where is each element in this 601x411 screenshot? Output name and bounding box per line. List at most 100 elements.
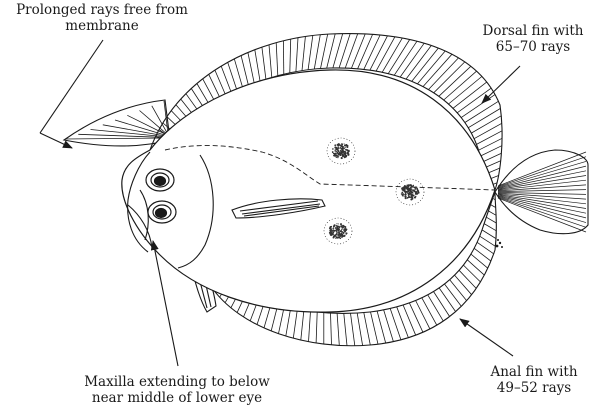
spot-dot xyxy=(339,227,340,228)
spot-dot xyxy=(330,234,332,236)
spot-dot xyxy=(346,149,348,151)
anal-fin-ray xyxy=(293,309,297,338)
arrow-anal-fin xyxy=(460,319,513,356)
spot-dot xyxy=(341,143,342,144)
spot-dot xyxy=(340,153,342,155)
spot-dot xyxy=(337,157,338,158)
spot-dot xyxy=(342,146,344,148)
label-maxilla-line1: Maxilla extending to below xyxy=(70,374,284,390)
spot-dot xyxy=(345,228,346,229)
spot-dot xyxy=(344,154,346,156)
spot-dot xyxy=(412,197,413,198)
spot-dot xyxy=(337,150,339,152)
spot-dot xyxy=(337,144,339,146)
dorsal-fin-ray xyxy=(345,34,358,68)
spot-dot xyxy=(413,194,415,196)
dorsal-fin-ray xyxy=(370,36,388,70)
dorsal-fin-ray xyxy=(262,47,266,79)
spot-dot xyxy=(331,228,332,229)
dorsal-fin-ray xyxy=(444,71,477,100)
dorsal-fin-ray xyxy=(468,108,500,127)
anal-fin-ray xyxy=(482,230,496,239)
prolonged-fin-ray xyxy=(66,138,168,139)
spot-dot xyxy=(408,195,409,196)
label-prolonged-rays-line1: Prolonged rays free from xyxy=(2,2,202,18)
spot-dot xyxy=(338,223,339,224)
anal-fin-ray xyxy=(309,311,311,342)
anal-fin-ray xyxy=(445,284,462,306)
label-anal-fin-line1: Anal fin with xyxy=(478,364,590,380)
caudal-fin-ray xyxy=(498,161,586,187)
dorsal-fin-ray xyxy=(482,153,501,162)
spot-dot xyxy=(333,227,334,228)
caudal-fin-ray xyxy=(498,196,586,218)
anal-fin-ray xyxy=(377,311,386,343)
spot-dot xyxy=(333,229,334,230)
dorsal-fin-ray xyxy=(276,43,278,76)
spot-dot xyxy=(340,223,342,225)
dorsal-fin-ray xyxy=(308,35,313,69)
spot-dot xyxy=(337,232,338,233)
spot-dot xyxy=(343,232,344,233)
spot-dot xyxy=(415,186,417,188)
dorsal-fin-ray xyxy=(439,66,471,96)
spot-dot xyxy=(404,190,405,191)
anal-fin-ray xyxy=(459,270,476,288)
anal-fin-ray xyxy=(331,313,332,345)
spot-dot xyxy=(414,196,416,198)
spot-dot xyxy=(412,189,414,191)
spot-dot xyxy=(344,226,346,228)
dorsal-fin-ray xyxy=(358,34,373,68)
anal-fin-ray xyxy=(486,217,496,223)
dorsal-fin-ray xyxy=(423,54,452,86)
dorsal-fin-ray xyxy=(255,50,260,82)
dorsal-fin-ray xyxy=(417,51,445,84)
spot-dot xyxy=(341,148,342,149)
dorsal-fin-ray xyxy=(269,45,272,78)
spot-dot xyxy=(342,152,343,153)
spot-dot xyxy=(405,196,407,198)
spot-dot xyxy=(410,195,412,197)
spot-dot xyxy=(411,192,413,194)
spot-dot xyxy=(408,196,410,198)
spot-dot xyxy=(345,230,346,231)
anal-fin-ray xyxy=(422,298,437,325)
caudal-fin xyxy=(495,150,588,234)
anal-fin-ray xyxy=(480,236,496,246)
spot-dot xyxy=(330,230,332,232)
spot-dot xyxy=(333,155,335,157)
anal-fin-ray xyxy=(371,312,379,344)
dorsal-fin-ray xyxy=(290,39,291,73)
spot-dot xyxy=(335,153,337,155)
label-dorsal-fin-line2: 65–70 rays xyxy=(470,39,596,55)
label-maxilla-line2: near middle of lower eye xyxy=(70,390,284,406)
anal-fin-ray xyxy=(357,313,362,345)
caudal-fin-ray xyxy=(498,194,586,204)
caudal-fin-ray xyxy=(498,152,586,186)
spot-dot xyxy=(336,232,337,233)
spot-dot xyxy=(410,198,412,200)
spot-dot xyxy=(340,155,341,156)
dorsal-fin-ray xyxy=(428,58,458,90)
spot-dot xyxy=(345,144,347,146)
spot-dot xyxy=(331,232,332,233)
label-anal-fin-line2: 49–52 rays xyxy=(478,380,590,396)
label-maxilla: Maxilla extending to below near middle o… xyxy=(70,374,284,406)
dorsal-fin-ray xyxy=(234,59,243,89)
anal-fin-ray xyxy=(467,260,484,275)
anal-fin-ray xyxy=(471,254,488,268)
spot-dot xyxy=(336,152,338,154)
spot-dot xyxy=(336,149,337,150)
caudal-fin-ray xyxy=(498,180,586,190)
spot-dot xyxy=(339,144,341,146)
anal-fin-ray xyxy=(344,313,347,345)
spot-dot xyxy=(332,152,333,153)
spot-dot xyxy=(332,148,333,149)
spot-dot xyxy=(403,190,404,191)
spot-dot xyxy=(344,143,345,144)
anal-fin-ray xyxy=(286,307,291,336)
spot-dot xyxy=(401,192,403,194)
spot-dot xyxy=(335,147,336,148)
label-anal-fin: Anal fin with 49–52 rays xyxy=(478,364,590,396)
